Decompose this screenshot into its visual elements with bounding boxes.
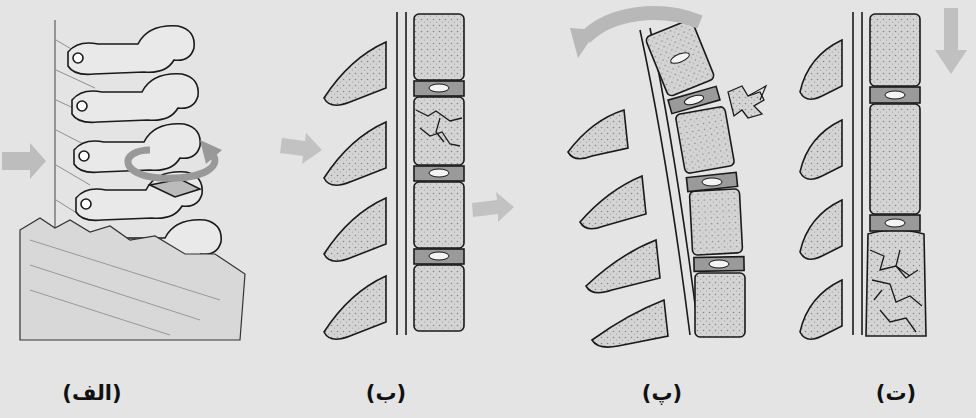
thoracic-segment-d xyxy=(800,12,926,339)
force-arrow xyxy=(280,133,322,164)
panel-label: (الف) xyxy=(62,381,121,405)
flexion-arrow xyxy=(585,13,700,38)
panel-label: (ب) xyxy=(366,381,406,405)
thoracic-segment-b xyxy=(324,12,464,339)
compression-arrow xyxy=(935,8,967,74)
force-arrow xyxy=(472,192,514,222)
panel-label: (پ) xyxy=(642,381,682,405)
panel-label: (ت) xyxy=(876,381,916,405)
cervical-spine xyxy=(20,20,245,340)
flexion-arrowhead xyxy=(570,28,597,58)
rotation-arrow xyxy=(128,150,215,178)
rotation-arrowhead xyxy=(200,140,222,164)
thoracic-segment-c xyxy=(568,19,766,347)
force-arrow xyxy=(2,143,46,179)
